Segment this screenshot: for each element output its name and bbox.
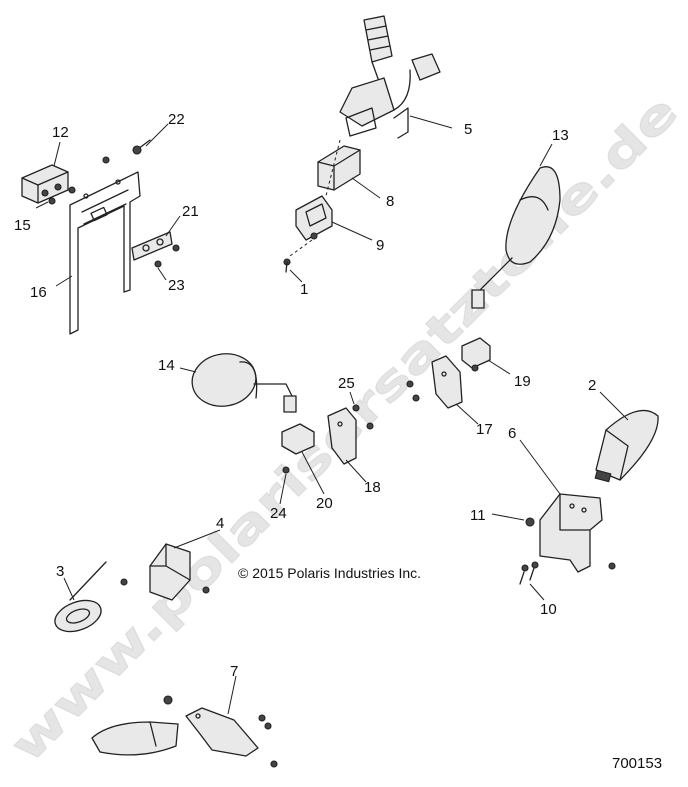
callout-14: 14 bbox=[158, 357, 175, 374]
callout-13: 13 bbox=[552, 127, 569, 144]
callout-2: 2 bbox=[588, 377, 596, 394]
callout-25: 25 bbox=[338, 375, 355, 392]
callout-4: 4 bbox=[216, 515, 224, 532]
switch-bracket-8 bbox=[317, 145, 361, 191]
screw-1 bbox=[283, 258, 291, 273]
left-mirror bbox=[191, 353, 297, 413]
screw bbox=[366, 422, 374, 430]
screw-15 bbox=[48, 197, 56, 205]
screw bbox=[102, 156, 110, 164]
callout-7: 7 bbox=[230, 663, 238, 680]
callout-1: 1 bbox=[300, 281, 308, 298]
callout-20: 20 bbox=[316, 495, 333, 512]
screw bbox=[608, 562, 616, 570]
mirror-mount-19 bbox=[461, 337, 491, 372]
callout-24: 24 bbox=[270, 505, 287, 522]
license-plate-light bbox=[21, 164, 69, 204]
callout-23: 23 bbox=[168, 277, 185, 294]
callout-19: 19 bbox=[514, 373, 531, 390]
nut bbox=[68, 186, 76, 194]
horn-3 bbox=[54, 561, 107, 633]
horn-bracket-4 bbox=[120, 543, 210, 601]
mirror-bracket-17 bbox=[406, 355, 463, 409]
switch-plate-9 bbox=[295, 195, 333, 241]
leader-lines bbox=[35, 115, 629, 715]
nut-11 bbox=[525, 517, 535, 527]
callout-10: 10 bbox=[540, 601, 557, 618]
callout-8: 8 bbox=[386, 193, 394, 210]
right-turn-signal bbox=[594, 409, 659, 483]
callout-5: 5 bbox=[464, 121, 472, 138]
callout-22: 22 bbox=[168, 111, 185, 128]
callout-labels: 12 15 16 22 21 23 5 8 9 1 13 19 17 2 6 1… bbox=[14, 111, 596, 680]
left-turn-signal bbox=[91, 721, 179, 756]
turn-signal-bracket-7 bbox=[163, 695, 278, 768]
right-mirror bbox=[471, 166, 561, 309]
copyright-text: © 2015 Polaris Industries Inc. bbox=[238, 565, 421, 581]
callout-16: 16 bbox=[30, 284, 47, 301]
callout-17: 17 bbox=[476, 421, 493, 438]
callout-11: 11 bbox=[470, 507, 486, 524]
mirror-mount-20 bbox=[281, 423, 315, 455]
turn-signal-bracket-6 bbox=[539, 493, 603, 573]
diagram-number: 700153 bbox=[612, 755, 662, 772]
license-plate-bracket bbox=[69, 171, 141, 335]
callout-18: 18 bbox=[364, 479, 381, 496]
callout-15: 15 bbox=[14, 217, 31, 234]
screws-10 bbox=[519, 561, 539, 585]
nut-24 bbox=[282, 466, 290, 474]
mirror-bracket-18 bbox=[327, 407, 357, 465]
reflector-bracket bbox=[131, 231, 180, 268]
screw-22 bbox=[132, 139, 151, 155]
callout-9: 9 bbox=[376, 237, 384, 254]
callout-12: 12 bbox=[52, 124, 69, 141]
screw-25 bbox=[352, 404, 360, 412]
callout-3: 3 bbox=[56, 563, 64, 580]
callout-6: 6 bbox=[508, 425, 516, 442]
callout-21: 21 bbox=[182, 203, 199, 220]
handlebar-switch bbox=[339, 15, 441, 139]
